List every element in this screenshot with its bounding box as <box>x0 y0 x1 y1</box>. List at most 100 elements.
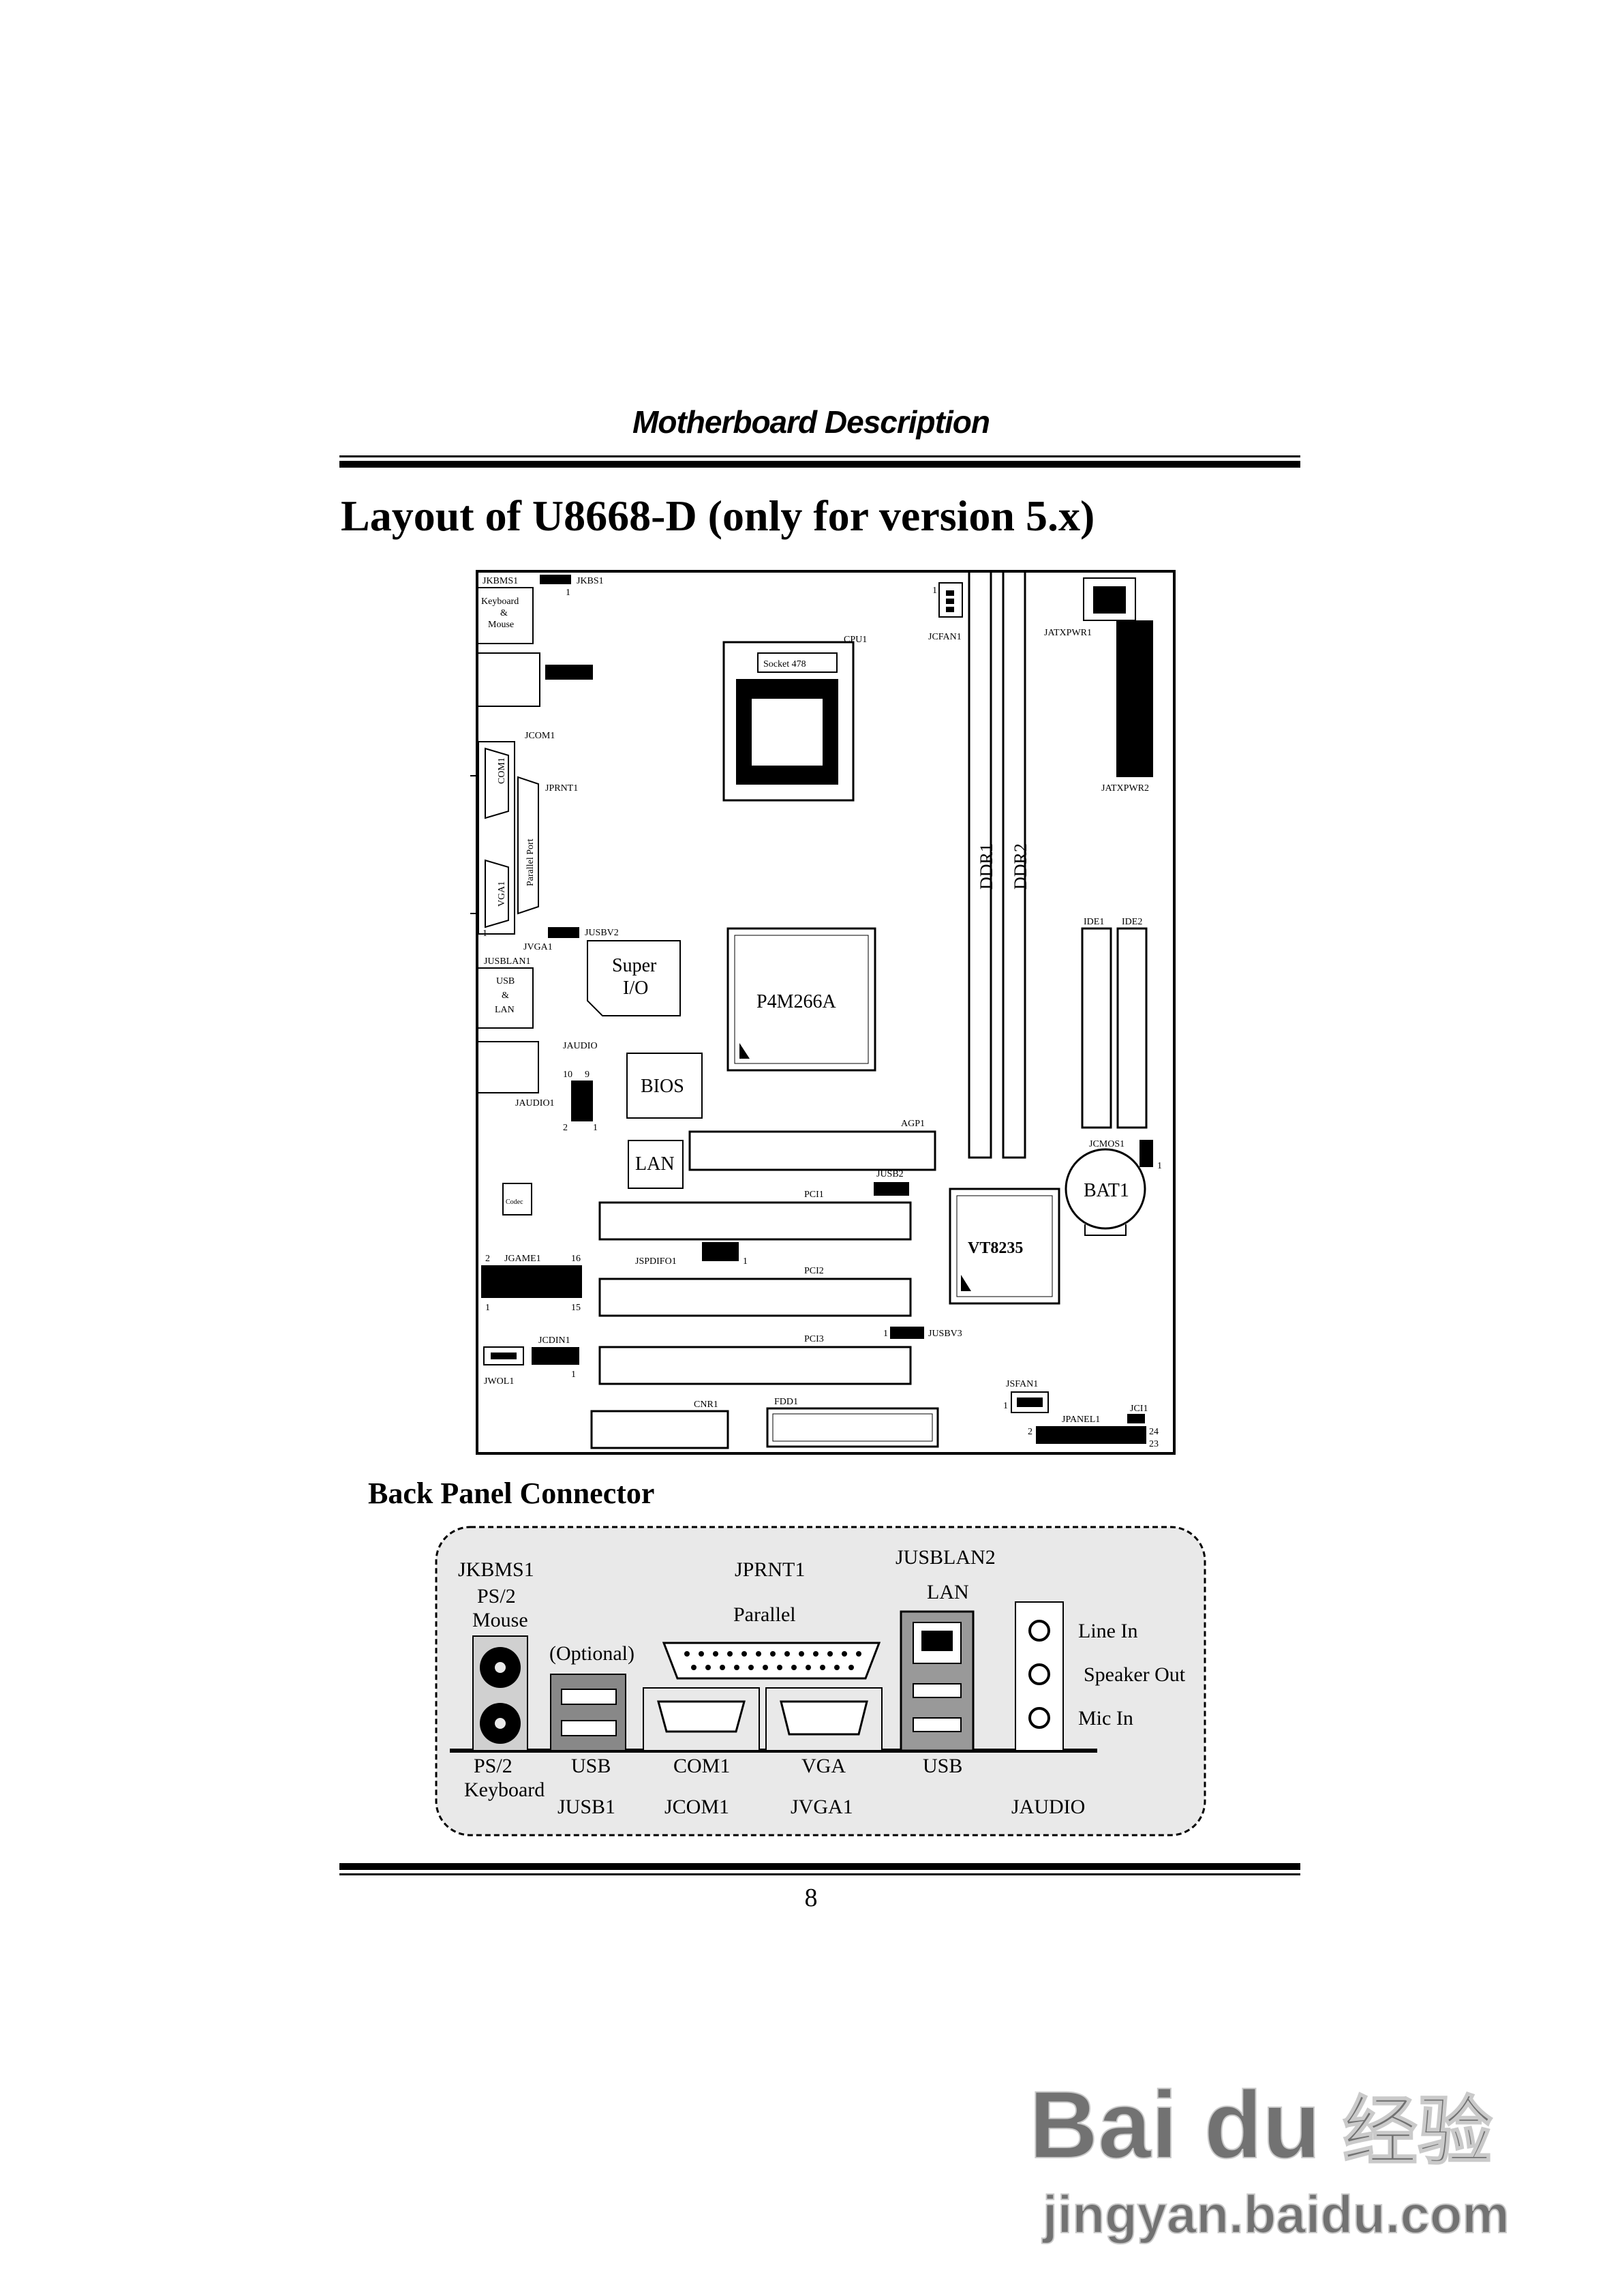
small-chip <box>545 665 593 680</box>
ddr1-label: DDR1 <box>977 843 996 890</box>
kbm-line3: Mouse <box>488 620 514 630</box>
footer-rule-thin <box>339 1873 1300 1875</box>
usblan-line1: USB <box>496 976 515 986</box>
parallel-pin <box>842 1651 847 1657</box>
jcmos1-jumper <box>1139 1140 1153 1167</box>
bp-ps2-kb-line1: PS/2 <box>474 1755 512 1777</box>
jcfan1-label: JCFAN1 <box>928 632 962 642</box>
jwol1-header <box>483 1346 524 1365</box>
jsfan1-header <box>1011 1391 1049 1413</box>
jusb2-header <box>874 1182 909 1196</box>
bios-label: BIOS <box>641 1076 684 1097</box>
super-io-chip <box>587 940 681 1016</box>
header-rule-thick <box>339 461 1300 468</box>
speaker-out-jack-icon <box>1028 1663 1050 1685</box>
bp-usb-label: USB <box>571 1755 611 1777</box>
jvga1-label: JVGA1 <box>523 942 553 952</box>
southbridge-chip <box>949 1188 1060 1305</box>
pci3-slot <box>598 1346 912 1385</box>
bios-chip <box>626 1053 703 1119</box>
bp-mic-in-label: Mic In <box>1078 1707 1133 1729</box>
ide2-label: IDE2 <box>1122 917 1142 927</box>
parallel-pin <box>813 1651 818 1657</box>
parallel-pin <box>848 1665 854 1670</box>
footer-rule-thick <box>339 1863 1300 1870</box>
southbridge-label: VT8235 <box>968 1239 1023 1257</box>
jsfan1-label: JSFAN1 <box>1006 1379 1038 1389</box>
parallel-pin <box>705 1665 711 1670</box>
pci1-label: PCI1 <box>804 1190 824 1200</box>
jcmos1-label: JCMOS1 <box>1089 1139 1124 1149</box>
jprnt1-label: JPRNT1 <box>545 783 578 794</box>
jatxpwr1-label: JATXPWR1 <box>1044 628 1092 638</box>
bp-ps2-kb-line2: Keyboard <box>464 1779 545 1801</box>
page-number: 8 <box>804 1884 818 1912</box>
jpanel1-p24: 24 <box>1149 1427 1159 1437</box>
back-panel-title: Back Panel Connector <box>368 1477 655 1510</box>
jkbs1-header <box>540 575 571 584</box>
jgame1-label: JGAME1 <box>504 1254 541 1264</box>
parallel-pin <box>791 1665 797 1670</box>
ddr1-slot <box>968 570 992 1159</box>
jaudio1-label: JAUDIO1 <box>515 1098 555 1108</box>
usb-optional-port <box>550 1674 626 1751</box>
parallel-pin <box>741 1651 747 1657</box>
jgame1-p15: 15 <box>571 1303 581 1313</box>
parallel-pin <box>806 1665 811 1670</box>
watermark-cn: 经验 <box>1343 2088 1493 2175</box>
cpu1-label: CPU1 <box>844 635 867 645</box>
com1-dsub <box>485 747 509 819</box>
vga1-dsub <box>485 859 509 928</box>
jkbs1-pin1: 1 <box>566 588 570 598</box>
bp-com1-label: COM1 <box>673 1755 730 1777</box>
parallel-pin <box>748 1665 754 1670</box>
jusbv2-header <box>548 927 579 938</box>
bp-usb2-label: USB <box>923 1755 962 1777</box>
parallel-pins <box>684 1651 861 1670</box>
bat1-label: BAT1 <box>1084 1180 1129 1201</box>
codec-label: Codec <box>506 1198 523 1206</box>
usblan-line2: & <box>502 991 509 1001</box>
jaudio1-header <box>571 1081 593 1121</box>
bp-speaker-out-label: Speaker Out <box>1084 1663 1186 1686</box>
parallel-pin <box>856 1651 861 1657</box>
parallel-pin <box>720 1665 725 1670</box>
audio-jack-block <box>476 1041 539 1093</box>
agp1-slot <box>688 1130 936 1171</box>
cnr1-label: CNR1 <box>694 1400 718 1410</box>
bp-jvga1-label: JVGA1 <box>791 1796 853 1818</box>
parallel-pin <box>770 1651 776 1657</box>
jwol1-label: JWOL1 <box>484 1376 514 1387</box>
socket-label: Socket 478 <box>763 659 806 669</box>
parallel-pin <box>756 1651 761 1657</box>
bp-jaudio-label: JAUDIO <box>1011 1796 1085 1818</box>
jgame1-p16: 16 <box>571 1254 581 1264</box>
lan-chip-label: LAN <box>635 1153 675 1175</box>
jaudio-label: JAUDIO <box>563 1041 598 1051</box>
jatxpwr2-label: JATXPWR2 <box>1101 783 1149 794</box>
agp1-label: AGP1 <box>901 1119 925 1129</box>
jaudio-p9: 9 <box>585 1070 590 1080</box>
northbridge-chip <box>726 927 876 1072</box>
bp-jcom1-label: JCOM1 <box>664 1796 729 1818</box>
com-vga-stack <box>478 741 515 935</box>
com1-port-icon <box>657 1700 746 1733</box>
lan-chip <box>628 1140 684 1189</box>
fdd1-label: FDD1 <box>774 1397 798 1407</box>
vga1-label: VGA1 <box>497 881 507 907</box>
jusbv3-pin1: 1 <box>883 1329 888 1339</box>
fdd1-connector <box>766 1407 939 1448</box>
vga-port-icon <box>780 1700 868 1736</box>
ide1-connector <box>1081 927 1112 1129</box>
header-rule-thin <box>339 455 1300 457</box>
bp-jkbms1-label: JKBMS1 <box>458 1558 534 1581</box>
jusbv3-label: JUSBV3 <box>928 1329 962 1339</box>
jatxpwr1-connector <box>1083 577 1136 621</box>
bp-vga-label: VGA <box>801 1755 846 1777</box>
cnr1-slot <box>590 1410 729 1449</box>
pci2-slot <box>598 1278 912 1317</box>
usblan-line3: LAN <box>495 1005 515 1015</box>
bp-ps2-mouse-line1: PS/2 <box>477 1585 516 1607</box>
jcdin1-pin1: 1 <box>571 1370 576 1380</box>
parallel-pin <box>799 1651 804 1657</box>
